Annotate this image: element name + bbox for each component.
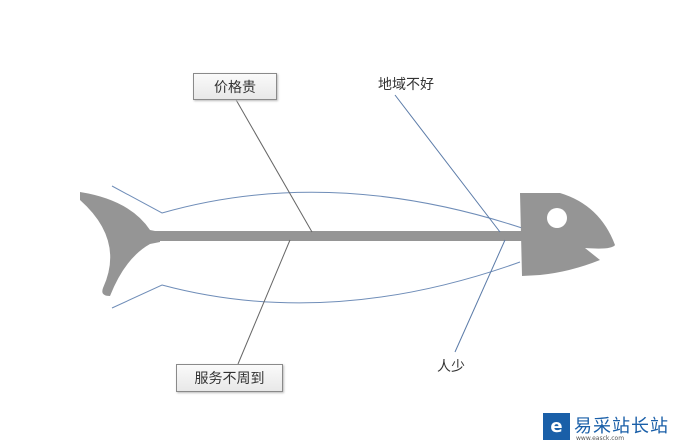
bone-staff xyxy=(454,239,506,353)
cause-service-box: 服务不周到 xyxy=(176,364,283,392)
watermark-logo: e 易采站长站 www.easck.com xyxy=(540,410,675,445)
bone-location xyxy=(394,94,501,233)
fish-tail xyxy=(80,192,160,296)
cause-staff-label: 人少 xyxy=(437,359,465,375)
cause-price-box: 价格贵 xyxy=(193,73,277,100)
fish-eye xyxy=(547,208,567,228)
fish-body-bottom xyxy=(111,261,521,309)
fish-body-top xyxy=(111,185,523,229)
bone-service xyxy=(237,239,291,365)
bone-price xyxy=(234,97,313,233)
logo-icon: e xyxy=(543,413,570,440)
logo-subtext: www.easck.com xyxy=(576,435,625,442)
fish-spine xyxy=(150,231,530,241)
logo-text: 易采站长站 xyxy=(574,416,669,437)
fish-head xyxy=(520,193,615,276)
cause-location-label: 地域不好 xyxy=(378,77,434,93)
